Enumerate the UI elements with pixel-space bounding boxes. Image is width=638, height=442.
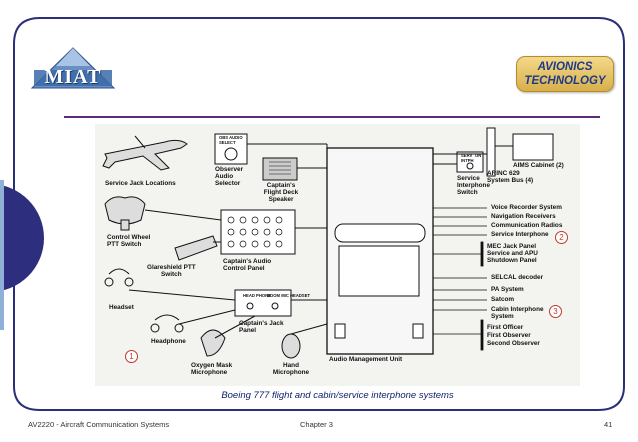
label-hand-mic-1: Hand xyxy=(283,362,299,369)
decorative-stripe xyxy=(0,180,4,330)
label-hand-mic-2: Microphone xyxy=(272,369,310,376)
label-headphone: Headphone xyxy=(151,338,186,345)
right-label-11: Cabin Interphone xyxy=(491,306,544,313)
badge-line1: AVIONICS xyxy=(537,61,593,73)
small-switch-label-3: ON xyxy=(475,153,482,158)
label-glareshield-2: Switch xyxy=(161,271,182,278)
label-control-wheel-2: PTT Switch xyxy=(107,241,142,248)
label-switch-3: Switch xyxy=(457,189,478,196)
small-obs-label-2: SELECT xyxy=(219,140,236,145)
right-label-10: Satcom xyxy=(491,296,515,303)
interphone-diagram: Service Jack Locations OBS AUDIO SELECT … xyxy=(95,124,580,386)
figure-caption: Boeing 777 flight and cabin/service inte… xyxy=(221,390,454,401)
decorative-disc xyxy=(0,184,44,292)
logo-text: MIAT xyxy=(44,66,102,88)
label-glareshield-1: Glareshield PTT xyxy=(147,264,196,271)
airplane-icon xyxy=(102,135,188,171)
footer-chapter: Chapter 3 xyxy=(300,420,333,429)
label-speaker-1: Captain's xyxy=(266,182,296,189)
label-aims-cabinet: AIMS Cabinet (2) xyxy=(513,162,564,169)
right-label-15: Second Observer xyxy=(487,340,540,347)
avionics-badge: AVIONICS TECHNOLOGY xyxy=(516,56,614,92)
label-service-jack-locations: Service Jack Locations xyxy=(105,180,176,187)
small-jack-label-1: HEAD PHONE xyxy=(243,293,271,298)
right-label-7: Shutdown Panel xyxy=(487,257,537,264)
label-observer-3: Selector xyxy=(215,180,241,187)
logo-mountain-icon xyxy=(30,47,116,89)
right-label-8: SELCAL decoder xyxy=(491,274,544,281)
small-switch-label-1: SERV xyxy=(461,153,473,158)
small-jack-label-2: BOOM MIC HEADSET xyxy=(267,293,311,298)
small-obs-label-1: OBS AUDIO xyxy=(219,135,243,140)
right-label-6: Service and APU xyxy=(487,250,538,257)
label-switch-1: Service xyxy=(457,175,480,182)
label-jack-panel-1: Captain's Jack xyxy=(239,320,284,327)
footer-course: AV2220 - Aircraft Communication Systems xyxy=(28,420,170,429)
marker-3: 3 xyxy=(549,305,562,318)
right-label-5: MEC Jack Panel xyxy=(487,243,537,250)
control-wheel-icon xyxy=(104,196,146,231)
label-oxygen-2: Microphone xyxy=(191,369,228,376)
right-label-2: Navigation Receivers xyxy=(491,213,556,220)
right-label-3: Communication Radios xyxy=(491,222,563,229)
label-speaker-3: Speaker xyxy=(268,196,294,203)
label-observer-2: Audio xyxy=(215,173,234,180)
label-arinc-2: System Bus (4) xyxy=(487,177,534,184)
slide-border xyxy=(13,17,625,411)
label-switch-2: Interphone xyxy=(457,182,491,189)
right-label-9: PA System xyxy=(491,286,524,293)
badge-line2: TECHNOLOGY xyxy=(524,75,606,87)
label-headset: Headset xyxy=(109,304,134,311)
label-jack-panel-2: Panel xyxy=(239,327,257,334)
marker-1: 1 xyxy=(125,350,138,363)
label-control-wheel-1: Control Wheel xyxy=(107,234,151,241)
right-label-12: System xyxy=(491,313,514,320)
marker-2: 2 xyxy=(555,231,568,244)
diagram-lines xyxy=(102,127,554,359)
label-audio-panel-2: Control Panel xyxy=(223,265,265,272)
right-label-1: Voice Recorder System xyxy=(491,204,562,211)
label-oxygen-1: Oxygen Mask xyxy=(191,362,233,369)
label-audio-management-unit: Audio Management Unit xyxy=(329,356,403,363)
right-label-13: First Officer xyxy=(487,324,524,331)
miat-logo: MIAT xyxy=(30,46,116,90)
right-label-4: Service Interphone xyxy=(491,231,549,238)
title-rule xyxy=(64,116,600,118)
small-switch-label-2: INTPH xyxy=(461,158,474,163)
label-observer-1: Observer xyxy=(215,166,244,173)
right-label-14: First Observer xyxy=(487,332,531,339)
label-speaker-2: Flight Deck xyxy=(263,189,299,196)
label-arinc-1: ARINC 629 xyxy=(487,170,520,177)
footer-page-number: 41 xyxy=(604,420,613,429)
label-audio-panel-1: Captain's Audio xyxy=(223,258,272,265)
